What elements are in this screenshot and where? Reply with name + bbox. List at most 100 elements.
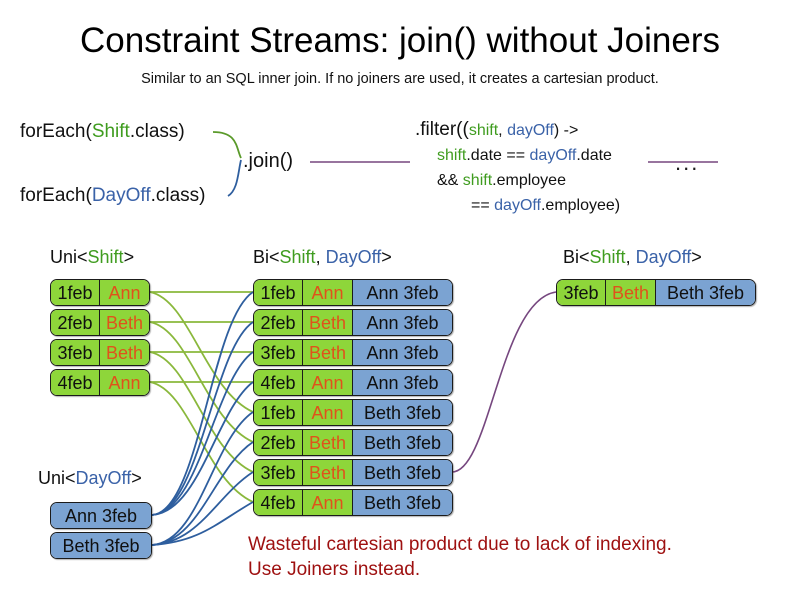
pair-shift-employee: Ann <box>302 400 352 425</box>
pair-dayoff: Ann 3feb <box>352 310 452 335</box>
result-dayoff: Beth 3feb <box>655 280 755 305</box>
bi-right-type2: DayOff <box>635 247 692 267</box>
shift-date: 1feb <box>51 280 99 305</box>
filter-l3-and: && <box>437 172 463 189</box>
uni-shift-prefix: Uni< <box>50 247 88 267</box>
pair-shift-employee: Beth <box>302 340 352 365</box>
filter-line-1: .filter((shift, dayOff) -> <box>415 118 620 142</box>
uni-dayoff-type: DayOff <box>75 468 132 488</box>
shift-employee: Ann <box>99 280 149 305</box>
filter-code-block: .filter((shift, dayOff) -> shift.date ==… <box>415 118 620 217</box>
pair-dayoff: Ann 3feb <box>352 370 452 395</box>
pair-dayoff: Ann 3feb <box>352 280 452 305</box>
dayoff-label: Ann 3feb <box>51 503 151 528</box>
pair-shift-date: 3feb <box>254 460 302 485</box>
pair-shift-employee: Ann <box>302 490 352 515</box>
pair-shift-date: 3feb <box>254 340 302 365</box>
filter-l2-end: .date <box>576 147 612 164</box>
join-label: .join() <box>243 150 294 172</box>
filter-l2-shift: shift <box>437 147 467 164</box>
pair-shift-date: 4feb <box>254 490 302 515</box>
page-title: Constraint Streams: join() without Joine… <box>80 21 720 60</box>
shift-employee: Beth <box>99 310 149 335</box>
pair-shift-employee: Ann <box>302 280 352 305</box>
warning-line-2: Use Joiners instead. <box>248 559 421 580</box>
for-each-dayoff-code: forEach(DayOff.class) <box>20 184 206 207</box>
bi-right-sep: , <box>625 247 636 267</box>
uni-shift-label: Uni<Shift> <box>50 246 134 268</box>
for-each-shift-type: Shift <box>91 121 130 142</box>
pair-shift-date: 1feb <box>254 280 302 305</box>
pair-shift-employee: Beth <box>302 460 352 485</box>
pair-shift-employee: Beth <box>302 310 352 335</box>
bi-mid-prefix: Bi< <box>253 247 280 267</box>
filter-param-dayoff: dayOff <box>507 122 554 139</box>
warning-line-1: Wasteful cartesian product due to lack o… <box>248 534 672 555</box>
pair-shift-employee: Ann <box>302 370 352 395</box>
bi-right-type1: Shift <box>589 247 626 267</box>
dayoff-card[interactable]: Beth 3feb <box>50 532 152 559</box>
dayoff-card[interactable]: Ann 3feb <box>50 502 152 529</box>
filter-l4-end: .employee) <box>540 197 621 214</box>
for-each-shift-prefix: forEach( <box>20 121 92 142</box>
shift-employee: Ann <box>99 370 149 395</box>
for-each-shift-code: forEach(Shift.class) <box>20 120 185 143</box>
filter-param-shift: shift <box>468 122 499 139</box>
pair-shift-employee: Beth <box>302 430 352 455</box>
pair-dayoff: Beth 3feb <box>352 430 452 455</box>
filter-open: .filter(( <box>415 119 469 140</box>
for-each-shift-suffix: .class) <box>129 121 185 142</box>
uni-dayoff-label: Uni<DayOff> <box>38 467 142 489</box>
for-each-dayoff-suffix: .class) <box>150 185 206 206</box>
bi-label-right: Bi<Shift, DayOff> <box>563 246 702 268</box>
shift-date: 4feb <box>51 370 99 395</box>
dayoff-label: Beth 3feb <box>51 533 151 558</box>
filter-l2-dayoff: dayOff <box>529 147 577 164</box>
filter-l4-eq: == <box>471 197 495 214</box>
pair-dayoff: Beth 3feb <box>352 460 452 485</box>
filter-line-3: && shift.employee <box>437 169 620 192</box>
filter-arrow: ) -> <box>553 122 579 139</box>
for-each-dayoff-prefix: forEach( <box>20 185 92 206</box>
bi-right-prefix: Bi< <box>563 247 590 267</box>
pair-dayoff: Ann 3feb <box>352 340 452 365</box>
bi-mid-suffix: > <box>381 247 392 267</box>
filter-line-2: shift.date == dayOff.date <box>437 144 620 167</box>
filter-l4-dayoff: dayOff <box>494 197 541 214</box>
shift-date: 2feb <box>51 310 99 335</box>
bi-label-middle: Bi<Shift, DayOff> <box>253 246 392 268</box>
uni-dayoff-suffix: > <box>131 468 142 488</box>
pair-shift-date: 2feb <box>254 430 302 455</box>
shift-employee: Beth <box>99 340 149 365</box>
bi-mid-sep: , <box>315 247 326 267</box>
page-subtitle: Similar to an SQL inner join. If no join… <box>141 71 659 87</box>
pair-dayoff: Beth 3feb <box>352 490 452 515</box>
bi-mid-type1: Shift <box>279 247 316 267</box>
uni-shift-suffix: > <box>123 247 135 267</box>
bi-mid-type2: DayOff <box>325 247 382 267</box>
pair-shift-date: 4feb <box>254 370 302 395</box>
filter-param-sep: , <box>498 122 508 139</box>
result-shift-date: 3feb <box>557 280 605 305</box>
pair-shift-date: 1feb <box>254 400 302 425</box>
bi-right-suffix: > <box>691 247 702 267</box>
pair-dayoff: Beth 3feb <box>352 400 452 425</box>
